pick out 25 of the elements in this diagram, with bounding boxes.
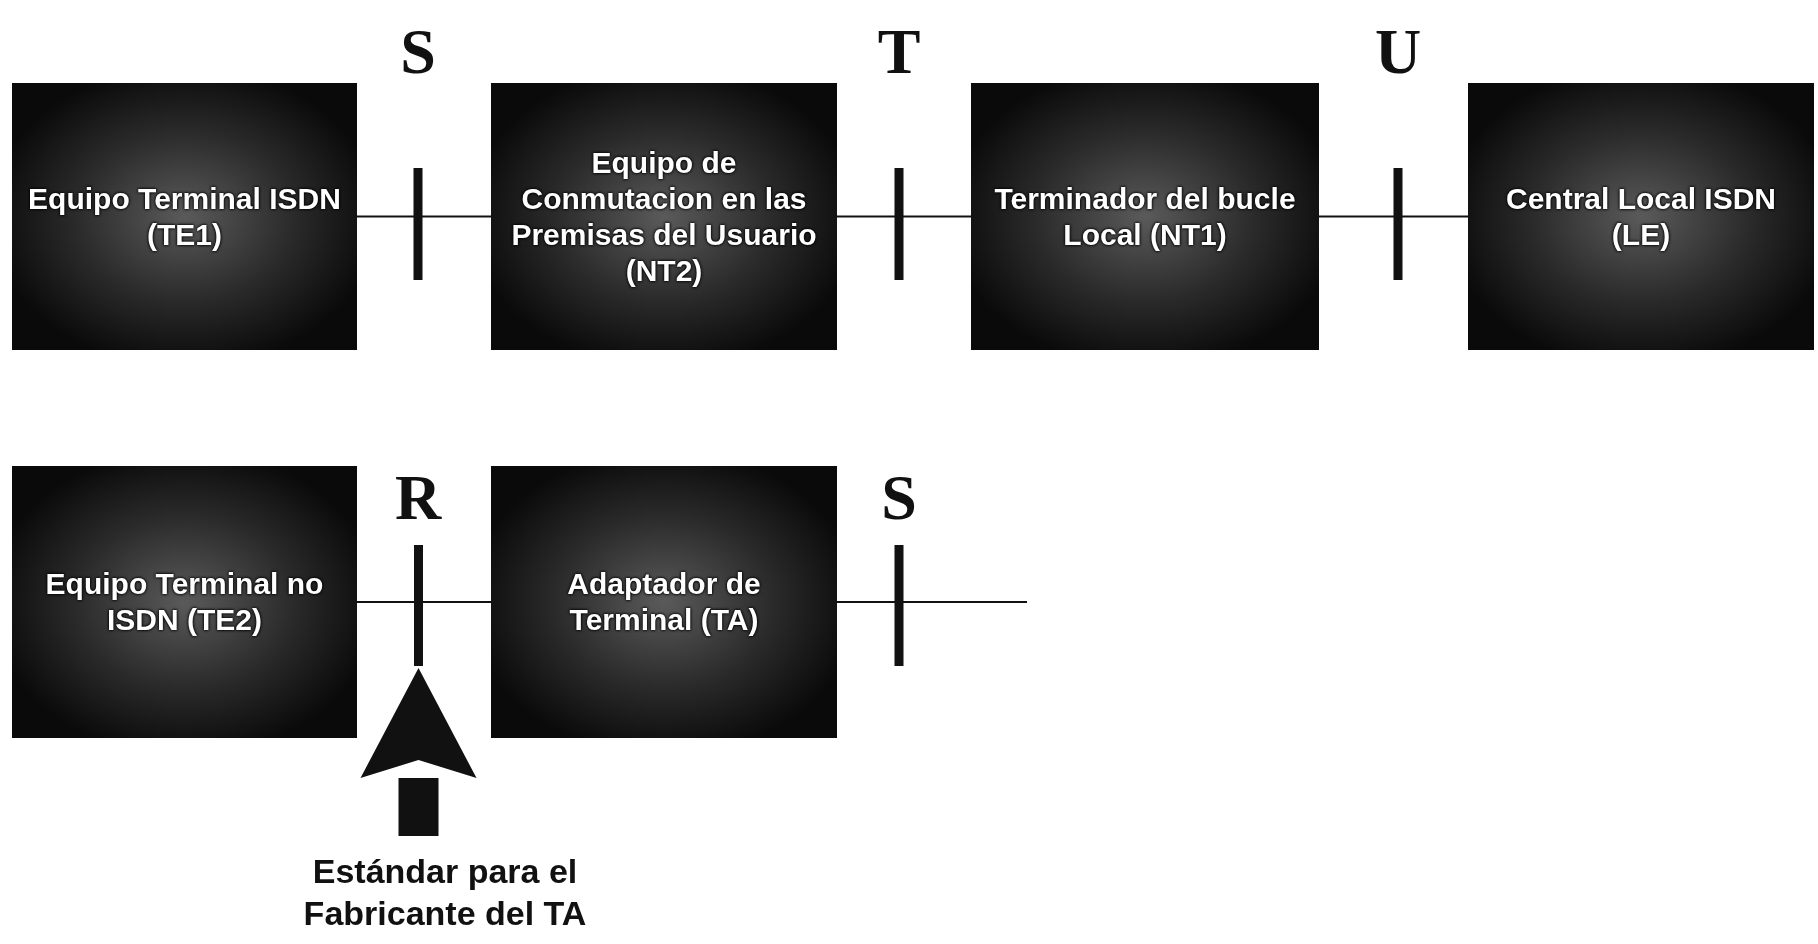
device-box (491, 83, 837, 350)
connector-line (836, 601, 1028, 603)
connector-line (356, 601, 492, 603)
device-label: Equipo Terminal ISDN (TE1) (27, 180, 342, 253)
device-label: Terminador del bucle Local (NT1) (993, 180, 1297, 253)
device-label: Equipo de Conmutacion en las Premisas del Usuario (NT2) (510, 144, 818, 289)
reference-point-letter: S (881, 466, 917, 530)
device-label: Equipo Terminal no ISDN (TE2) (44, 566, 325, 638)
connector-line (1318, 215, 1469, 218)
device-label: Central Local ISDN (LE) (1504, 180, 1778, 253)
note-text: Estándar para el Fabricante del TA (300, 850, 590, 934)
reference-point-bar (414, 545, 423, 666)
reference-point-letter: R (394, 466, 442, 530)
block-arrow (360, 668, 477, 836)
reference-point-letter: S (400, 20, 436, 84)
reference-point-letter: T (877, 20, 921, 84)
device-label: Adaptador de Terminal (TA) (566, 566, 762, 638)
device-box (491, 466, 837, 738)
reference-point-letter: U (1374, 20, 1422, 84)
device-box (12, 83, 357, 350)
connector-line (356, 215, 492, 218)
device-box (1468, 83, 1814, 350)
device-box (12, 466, 357, 738)
device-box (971, 83, 1319, 350)
connector-line (836, 215, 972, 218)
